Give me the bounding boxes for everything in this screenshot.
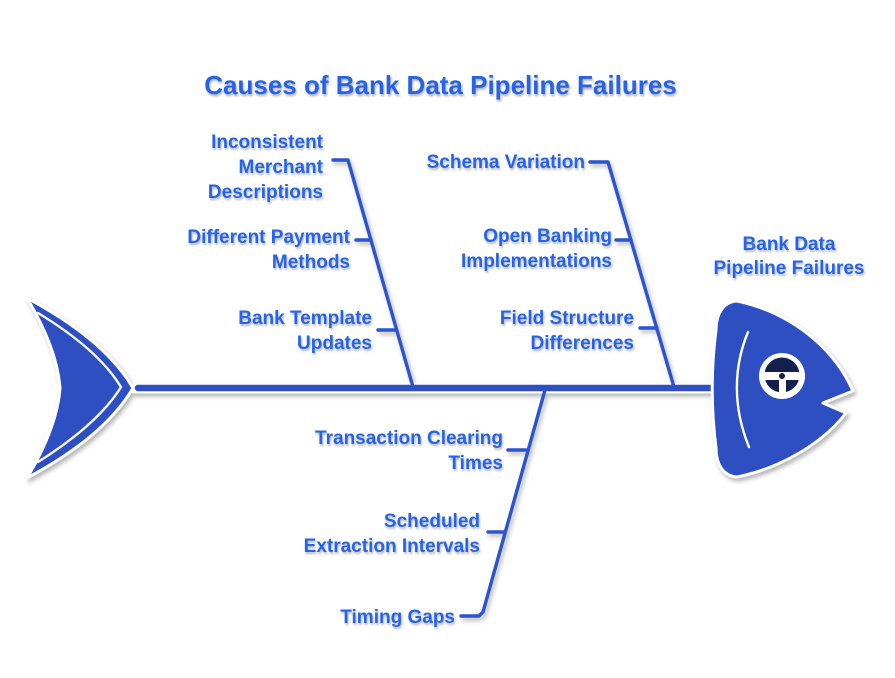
branch-bottom <box>459 388 547 618</box>
fish-eye-icon <box>759 353 805 399</box>
cause-label-timing-gaps: Timing Gaps <box>340 607 455 628</box>
gill-arc <box>735 330 751 449</box>
cause-label-field-structure-differences: Field Structure Differences <box>499 308 634 354</box>
cause-label-inconsistent-merchant-descriptions: Inconsistent Merchant Descriptions <box>207 132 323 203</box>
branch-top-left <box>331 158 415 389</box>
effect-label: Bank Data Pipeline Failures <box>713 234 865 279</box>
cause-label-open-banking-implementations: Open Banking Implementations <box>461 226 612 272</box>
cause-label-scheduled-extraction-intervals: Scheduled Extraction Intervals <box>303 511 480 557</box>
fish-head-icon <box>710 299 855 479</box>
cause-label-different-payment-methods: Different Payment Methods <box>187 227 350 273</box>
branch-top-right <box>588 160 676 389</box>
fish-tail-icon <box>25 296 135 480</box>
cause-label-schema-variation: Schema Variation <box>426 152 585 173</box>
diagram-title: Causes of Bank Data Pipeline Failures <box>204 70 677 100</box>
cause-label-bank-template-updates: Bank Template Updates <box>238 308 372 354</box>
cause-label-transaction-clearing-times: Transaction Clearing Times <box>315 428 503 474</box>
